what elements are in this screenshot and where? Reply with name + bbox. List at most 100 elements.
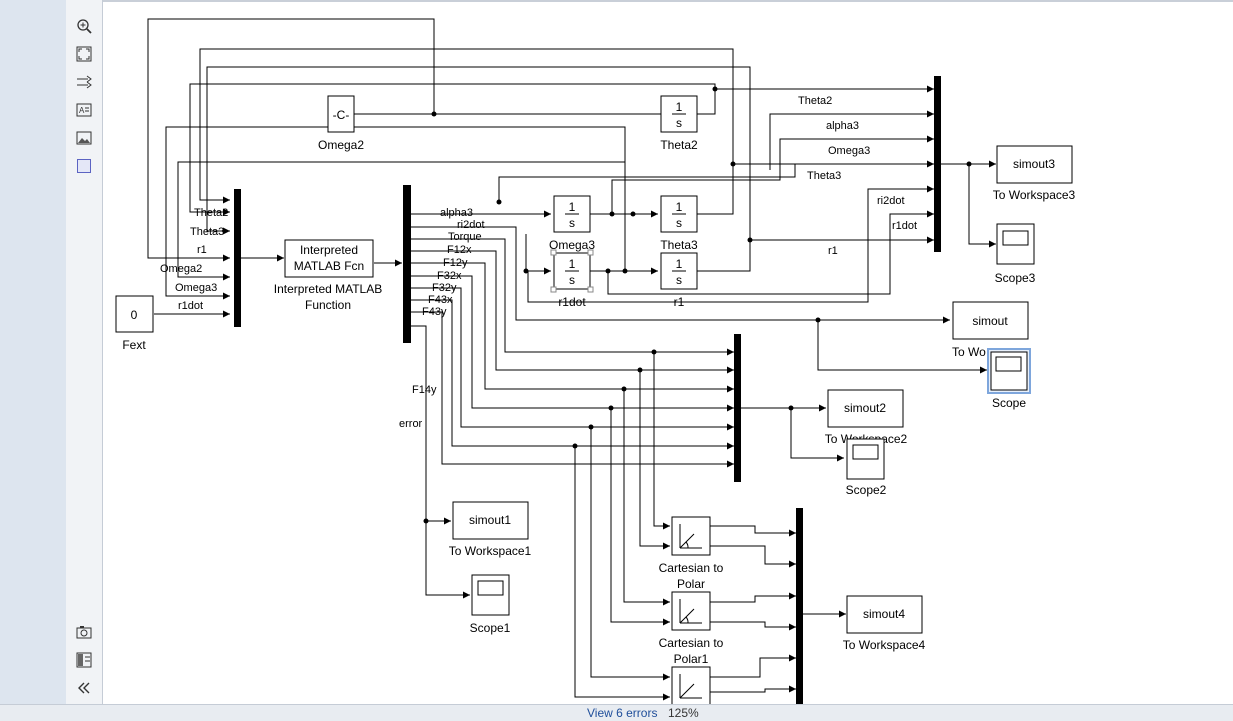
omega3-integrator-num: 1 xyxy=(569,200,576,214)
area-icon[interactable] xyxy=(75,157,93,175)
simout3-to-workspace-block[interactable]: simout3 To Workspace3 xyxy=(993,145,1076,202)
scope2-block[interactable]: Scope2 xyxy=(846,438,887,497)
fext-constant-block[interactable]: 0 Fext xyxy=(115,295,154,352)
theta2-integrator-num: 1 xyxy=(676,100,683,114)
cartesian-to-polar-block[interactable]: Cartesian to Polar xyxy=(659,516,724,591)
signal-labels: Theta2 Theta3 r1 Omega2 Omega3 r1dot alp… xyxy=(160,95,917,430)
signal-label: Theta3 xyxy=(807,170,841,182)
cartesian-to-polar2-block[interactable] xyxy=(671,666,711,706)
signal-label: r1 xyxy=(197,244,207,256)
theta2-integrator-label: Theta2 xyxy=(660,138,698,152)
force-mux[interactable] xyxy=(734,334,741,482)
zoom-in-icon[interactable] xyxy=(75,17,93,35)
cart-polar-label1: Cartesian to xyxy=(659,561,724,575)
theta2-integrator-block[interactable]: 1 s Theta2 xyxy=(660,95,698,152)
left-panel xyxy=(0,0,66,704)
r1dot-integrator-block[interactable]: 1 s r1dot xyxy=(550,249,594,309)
simout4-name: simout4 xyxy=(863,607,905,621)
omega3-integrator-den: s xyxy=(569,216,575,230)
r1-integrator-den: s xyxy=(676,273,682,287)
signal-label: error xyxy=(399,418,423,430)
signal-label: Omega2 xyxy=(160,263,202,275)
cart-polar1-label1: Cartesian to xyxy=(659,636,724,650)
r1-integrator-label: r1 xyxy=(674,295,685,309)
signal-label: Omega3 xyxy=(175,282,217,294)
signal-label: r1dot xyxy=(892,220,917,232)
theta3-integrator-num: 1 xyxy=(676,200,683,214)
property-inspector-icon[interactable] xyxy=(75,651,93,669)
signal-label: ri2dot xyxy=(877,195,905,207)
omega2-constant-label: Omega2 xyxy=(318,138,364,152)
simout3-label: To Workspace3 xyxy=(993,188,1076,202)
simout1-name: simout1 xyxy=(469,513,511,527)
collapse-icon[interactable] xyxy=(75,679,93,697)
zoom-level: 125% xyxy=(668,706,699,720)
r1dot-integrator-label: r1dot xyxy=(558,295,586,309)
signal-label: Omega3 xyxy=(828,145,870,157)
signal-label: F12x xyxy=(447,244,472,256)
simout3-name: simout3 xyxy=(1013,157,1055,171)
scope3-block[interactable]: Scope3 xyxy=(995,223,1036,285)
signal-label: alpha3 xyxy=(440,207,473,219)
signal-label: Theta2 xyxy=(194,207,228,219)
signal-label: F43y xyxy=(422,306,447,318)
signal-label: Theta2 xyxy=(798,95,832,107)
svg-text:A: A xyxy=(79,106,85,115)
cartesian-to-polar1-block[interactable]: Cartesian to Polar1 xyxy=(659,591,724,666)
model-canvas[interactable]: -C- Omega2 1 s Theta2 1 s Omega3 1 s The… xyxy=(103,0,1233,706)
simout4-to-workspace-block[interactable]: simout4 To Workspace4 xyxy=(843,595,926,652)
simout-label: To Wo xyxy=(952,345,986,359)
simout-name: simout xyxy=(972,314,1008,328)
scope-label: Scope xyxy=(992,396,1026,410)
cart-polar-label2: Polar xyxy=(677,577,705,591)
interpreted-matlab-fcn-block[interactable]: Interpreted MATLAB Fcn Interpreted MATLA… xyxy=(274,239,383,312)
r1dot-integrator-num: 1 xyxy=(569,257,576,271)
cart-polar1-label2: Polar1 xyxy=(674,652,709,666)
signal-label: F14y xyxy=(412,384,437,396)
scope1-label: Scope1 xyxy=(470,621,511,635)
theta3-integrator-den: s xyxy=(676,216,682,230)
omega2-constant-value: -C- xyxy=(333,108,350,122)
state-mux[interactable] xyxy=(934,76,941,252)
palette-toolbar: A xyxy=(66,0,103,704)
camera-icon[interactable] xyxy=(75,623,93,641)
signal-label: r1 xyxy=(828,245,838,257)
simout4-label: To Workspace4 xyxy=(843,638,926,652)
signal-label: ri2dot xyxy=(457,219,485,231)
omega3-integrator-label: Omega3 xyxy=(549,238,595,252)
fit-to-view-icon[interactable] xyxy=(75,45,93,63)
signal-label: F32x xyxy=(437,270,462,282)
simout1-to-workspace-block[interactable]: simout1 To Workspace1 xyxy=(449,501,532,558)
scope-block[interactable]: Scope xyxy=(987,348,1031,410)
output-demux[interactable] xyxy=(403,185,411,343)
matlab-fcn-label2: Function xyxy=(305,298,351,312)
view-errors-link[interactable]: View 6 errors xyxy=(587,706,658,720)
scope3-label: Scope3 xyxy=(995,271,1036,285)
signal-label: F43x xyxy=(428,294,453,306)
fext-constant-value: 0 xyxy=(131,308,138,322)
theta3-integrator-block[interactable]: 1 s Theta3 xyxy=(660,195,698,252)
matlab-fcn-line1: Interpreted xyxy=(300,243,358,257)
annotation-icon[interactable]: A xyxy=(75,101,93,119)
polar-mux[interactable] xyxy=(796,508,803,706)
signal-routing-icon[interactable] xyxy=(75,73,93,91)
input-mux[interactable] xyxy=(234,189,241,327)
r1-integrator-block[interactable]: 1 s r1 xyxy=(660,252,698,309)
simout2-name: simout2 xyxy=(844,401,886,415)
image-icon[interactable] xyxy=(75,129,93,147)
r1dot-integrator-den: s xyxy=(569,273,575,287)
signal-lines xyxy=(147,18,996,701)
r1-integrator-num: 1 xyxy=(676,257,683,271)
simout2-to-workspace-block[interactable]: simout2 To Workspace2 xyxy=(825,389,908,446)
theta3-integrator-label: Theta3 xyxy=(660,238,698,252)
simout1-label: To Workspace1 xyxy=(449,544,532,558)
theta2-integrator-den: s xyxy=(676,116,682,130)
simout-to-workspace-block[interactable]: simout To Wo xyxy=(952,301,1029,359)
signal-label: r1dot xyxy=(178,300,203,312)
omega3-integrator-block[interactable]: 1 s Omega3 xyxy=(549,195,595,252)
scope1-block[interactable]: Scope1 xyxy=(470,574,511,635)
omega2-constant-block[interactable]: -C- Omega2 xyxy=(318,95,364,152)
scope2-label: Scope2 xyxy=(846,483,887,497)
fext-constant-label: Fext xyxy=(122,338,146,352)
signal-label: Torque xyxy=(448,231,482,243)
